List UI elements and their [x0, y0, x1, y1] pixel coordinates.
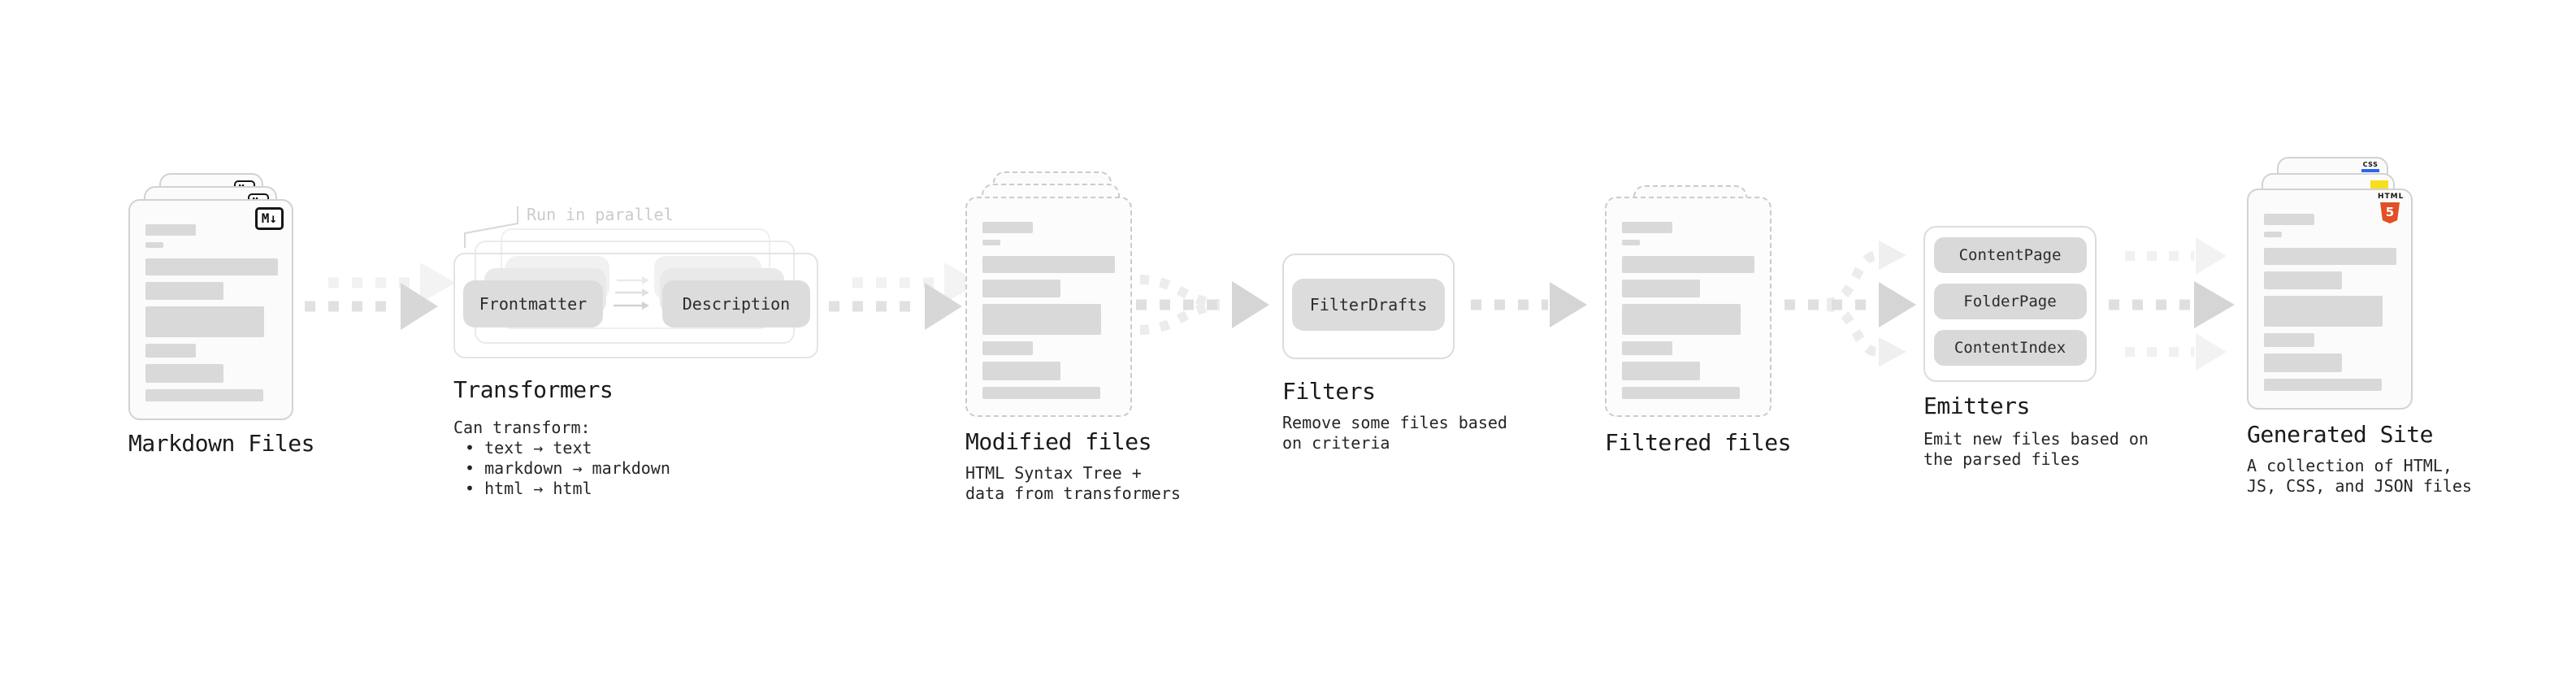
skeleton-bar	[982, 304, 1101, 335]
skeleton-bar	[2264, 232, 2282, 237]
parallel-arrows-icon	[2109, 237, 2235, 371]
skeleton-bar	[145, 364, 223, 383]
markdown-icon: M↓	[254, 207, 284, 230]
css-badge-word: CSS	[2362, 161, 2379, 168]
stage-title-generated-site: Generated Site	[2247, 421, 2434, 448]
skeleton-bar	[145, 306, 264, 337]
transformers-bullet-list: • text → text • markdown → markdown • ht…	[465, 438, 670, 499]
doc-skeleton-lines	[2264, 214, 2396, 391]
generated-doc-html: HTML 5	[2247, 189, 2413, 410]
skeleton-bar	[2264, 214, 2314, 225]
stage-title-markdown-files: Markdown Files	[128, 430, 315, 457]
skeleton-bar	[145, 344, 196, 358]
transformer-layer-frame-front	[453, 253, 818, 358]
skeleton-bar	[1622, 240, 1640, 245]
skeleton-bar	[982, 362, 1060, 380]
skeleton-bar	[145, 389, 263, 401]
transform-arrows-icon	[614, 276, 649, 310]
filtered-doc-front	[1605, 197, 1772, 417]
doc-skeleton-lines	[1622, 222, 1754, 399]
skeleton-bar	[982, 256, 1115, 273]
modified-files-caption: HTML Syntax Tree + data from transformer…	[965, 463, 1181, 503]
bullet-item: • text → text	[465, 438, 592, 458]
filter-drafts-rule: FilterDrafts	[1292, 279, 1445, 331]
html5-badge-shield: 5	[2380, 202, 2400, 223]
skeleton-bar	[1622, 387, 1740, 399]
skeleton-bar	[1622, 256, 1754, 273]
skeleton-bar	[145, 282, 223, 300]
filters-caption: Remove some files based on criteria	[1282, 413, 1507, 453]
stage-title-emitters: Emitters	[1923, 393, 2030, 419]
skeleton-bar	[982, 222, 1033, 233]
skeleton-bar	[2264, 379, 2382, 391]
skeleton-bar	[1622, 304, 1741, 335]
skeleton-bar	[982, 240, 1000, 245]
html5-icon: HTML 5	[2378, 193, 2405, 223]
stage-title-transformers: Transformers	[453, 376, 614, 403]
emitter-folder-page: FolderPage	[1933, 284, 2087, 319]
run-in-parallel-connector	[464, 206, 518, 248]
emitter-content-index: ContentIndex	[1933, 330, 2087, 366]
skeleton-bar	[2264, 248, 2396, 265]
skeleton-bar	[1622, 362, 1700, 380]
generated-site-caption: A collection of HTML, JS, CSS, and JSON …	[2247, 456, 2472, 496]
merge-arrow-icon	[1136, 275, 1269, 335]
skeleton-bar	[2264, 354, 2342, 372]
emitter-content-page: ContentPage	[1933, 237, 2087, 273]
skeleton-bar	[145, 242, 163, 248]
skeleton-bar	[2264, 296, 2383, 327]
modified-doc-front	[965, 197, 1132, 417]
skeleton-bar	[1622, 222, 1672, 233]
description-step: Description	[662, 280, 810, 327]
stage-title-filters: Filters	[1282, 378, 1376, 405]
stage-title-filtered-files: Filtered files	[1605, 429, 1792, 456]
bullet-item: • html → html	[465, 479, 592, 498]
skeleton-bar	[145, 224, 196, 236]
skeleton-bar	[145, 258, 278, 275]
skeleton-bar	[2264, 271, 2342, 289]
flow-arrow-icon	[829, 262, 980, 330]
frontmatter-step: Frontmatter	[463, 280, 603, 327]
doc-skeleton-lines	[145, 224, 278, 401]
bullet-item: • markdown → markdown	[465, 458, 670, 478]
skeleton-bar	[982, 387, 1100, 399]
markdown-doc-front: M↓	[128, 199, 293, 420]
run-in-parallel-note: Run in parallel	[527, 205, 674, 224]
skeleton-bar	[1622, 280, 1700, 297]
skeleton-bar	[982, 341, 1033, 355]
skeleton-bar	[2264, 333, 2314, 347]
css3-icon: CSS	[2361, 162, 2380, 172]
emitters-caption: Emit new files based on the parsed files	[1923, 429, 2149, 469]
emitters-panel: ContentPage FolderPage ContentIndex	[1923, 226, 2097, 382]
html5-badge-word: HTML	[2378, 193, 2405, 201]
flow-arrow-icon	[1471, 282, 1587, 327]
skeleton-bar	[1622, 341, 1672, 355]
stage-title-modified-files: Modified files	[965, 428, 1152, 455]
css-badge-bar	[2361, 169, 2379, 172]
skeleton-bar	[982, 280, 1060, 297]
transformers-caption-heading: Can transform:	[453, 418, 591, 437]
flow-arrow-icon	[305, 262, 456, 330]
doc-skeleton-lines	[982, 222, 1115, 399]
fanout-arrow-icon	[1785, 241, 1916, 367]
